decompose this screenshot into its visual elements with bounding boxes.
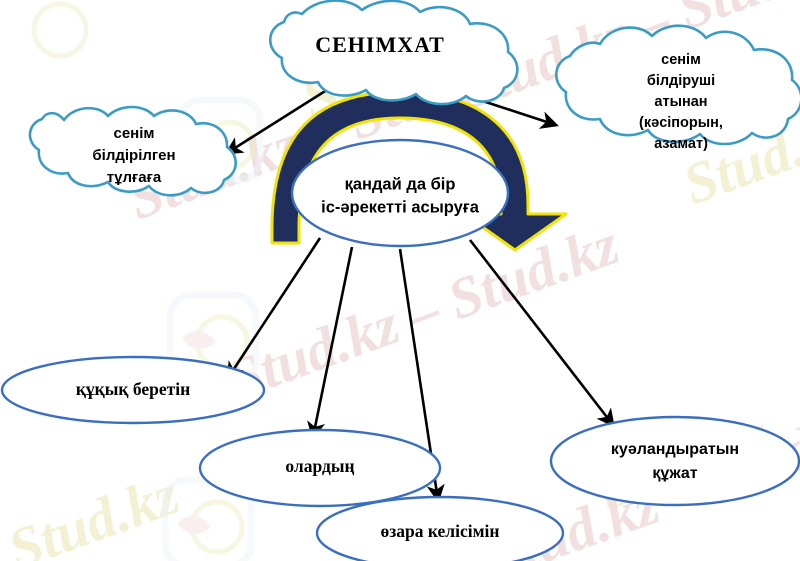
center-ellipse[interactable]: қандай да бір іс-әрекетті асыруға bbox=[290, 138, 510, 248]
arrow-center-to-kukyk-beretin bbox=[226, 237, 322, 381]
cloud-right-shape bbox=[555, 24, 800, 146]
ellipse-olardyn-label: олардың bbox=[285, 456, 354, 476]
ellipse-ozara-kelisimin-label: өзара келісімін bbox=[381, 521, 500, 541]
center-ellipse-shape bbox=[290, 138, 510, 248]
arrow-title-to-left-cloud bbox=[224, 86, 331, 155]
center-ellipse-label: қандай да бір bbox=[345, 175, 456, 193]
arrow-center-to-kualandyratyn-kuzhat bbox=[468, 239, 615, 428]
cloud-right-label: сенім bbox=[661, 52, 701, 68]
arrow-center-to-olardyn bbox=[307, 246, 354, 440]
ellipse-olardyn[interactable]: олардың bbox=[198, 428, 442, 508]
ellipse-ozara-kelisimin[interactable]: өзара келісімін bbox=[315, 495, 565, 561]
cloud-right-label: білдіруші bbox=[647, 73, 715, 89]
ellipse-ozara-kelisimin-shape bbox=[315, 495, 565, 561]
cloud-right-label: атынан bbox=[654, 94, 707, 110]
cloud-left[interactable]: сенім білдірілген тұлғаға bbox=[28, 105, 237, 197]
cloud-left-shape bbox=[28, 105, 237, 197]
cloud-left-label: білдірілген bbox=[92, 147, 175, 164]
ellipse-kualandyratyn-kuzhat-label: куәландыратын bbox=[611, 441, 739, 458]
ellipse-olardyn-shape bbox=[198, 428, 442, 508]
ellipse-kualandyratyn-kuzhat-label: құжат bbox=[652, 465, 697, 482]
ellipse-kukyk-beretin-label: құқық беретін bbox=[76, 379, 190, 399]
cloud-left-label: тұлғаға bbox=[107, 169, 162, 186]
cloud-title-shape bbox=[268, 0, 519, 106]
ellipse-kukyk-beretin-shape bbox=[0, 355, 266, 425]
cloud-right-label: азамат) bbox=[654, 136, 708, 152]
ellipse-kukyk-beretin[interactable]: құқық беретін bbox=[0, 355, 266, 425]
watermark-cream: Stud.kz bbox=[0, 461, 187, 561]
cloud-left-label: сенім bbox=[113, 125, 154, 142]
cloud-right[interactable]: сенім білдіруші атынан (кәсіпорын, азама… bbox=[555, 24, 800, 152]
watermark-logo bbox=[31, 1, 89, 59]
cloud-title[interactable]: СЕНІМХАТ bbox=[268, 0, 519, 106]
ellipse-kualandyratyn-kuzhat-shape bbox=[549, 415, 800, 507]
cloud-title-label: СЕНІМХАТ bbox=[315, 32, 445, 57]
center-ellipse-label: іс-әрекетті асыруға bbox=[321, 198, 480, 216]
cloud-right-label: (кәсіпорын, bbox=[639, 115, 723, 131]
curved-arrow-body bbox=[270, 90, 568, 252]
curved-arrow bbox=[270, 90, 568, 252]
ellipse-kualandyratyn-kuzhat[interactable]: куәландыратын құжат bbox=[549, 415, 800, 507]
